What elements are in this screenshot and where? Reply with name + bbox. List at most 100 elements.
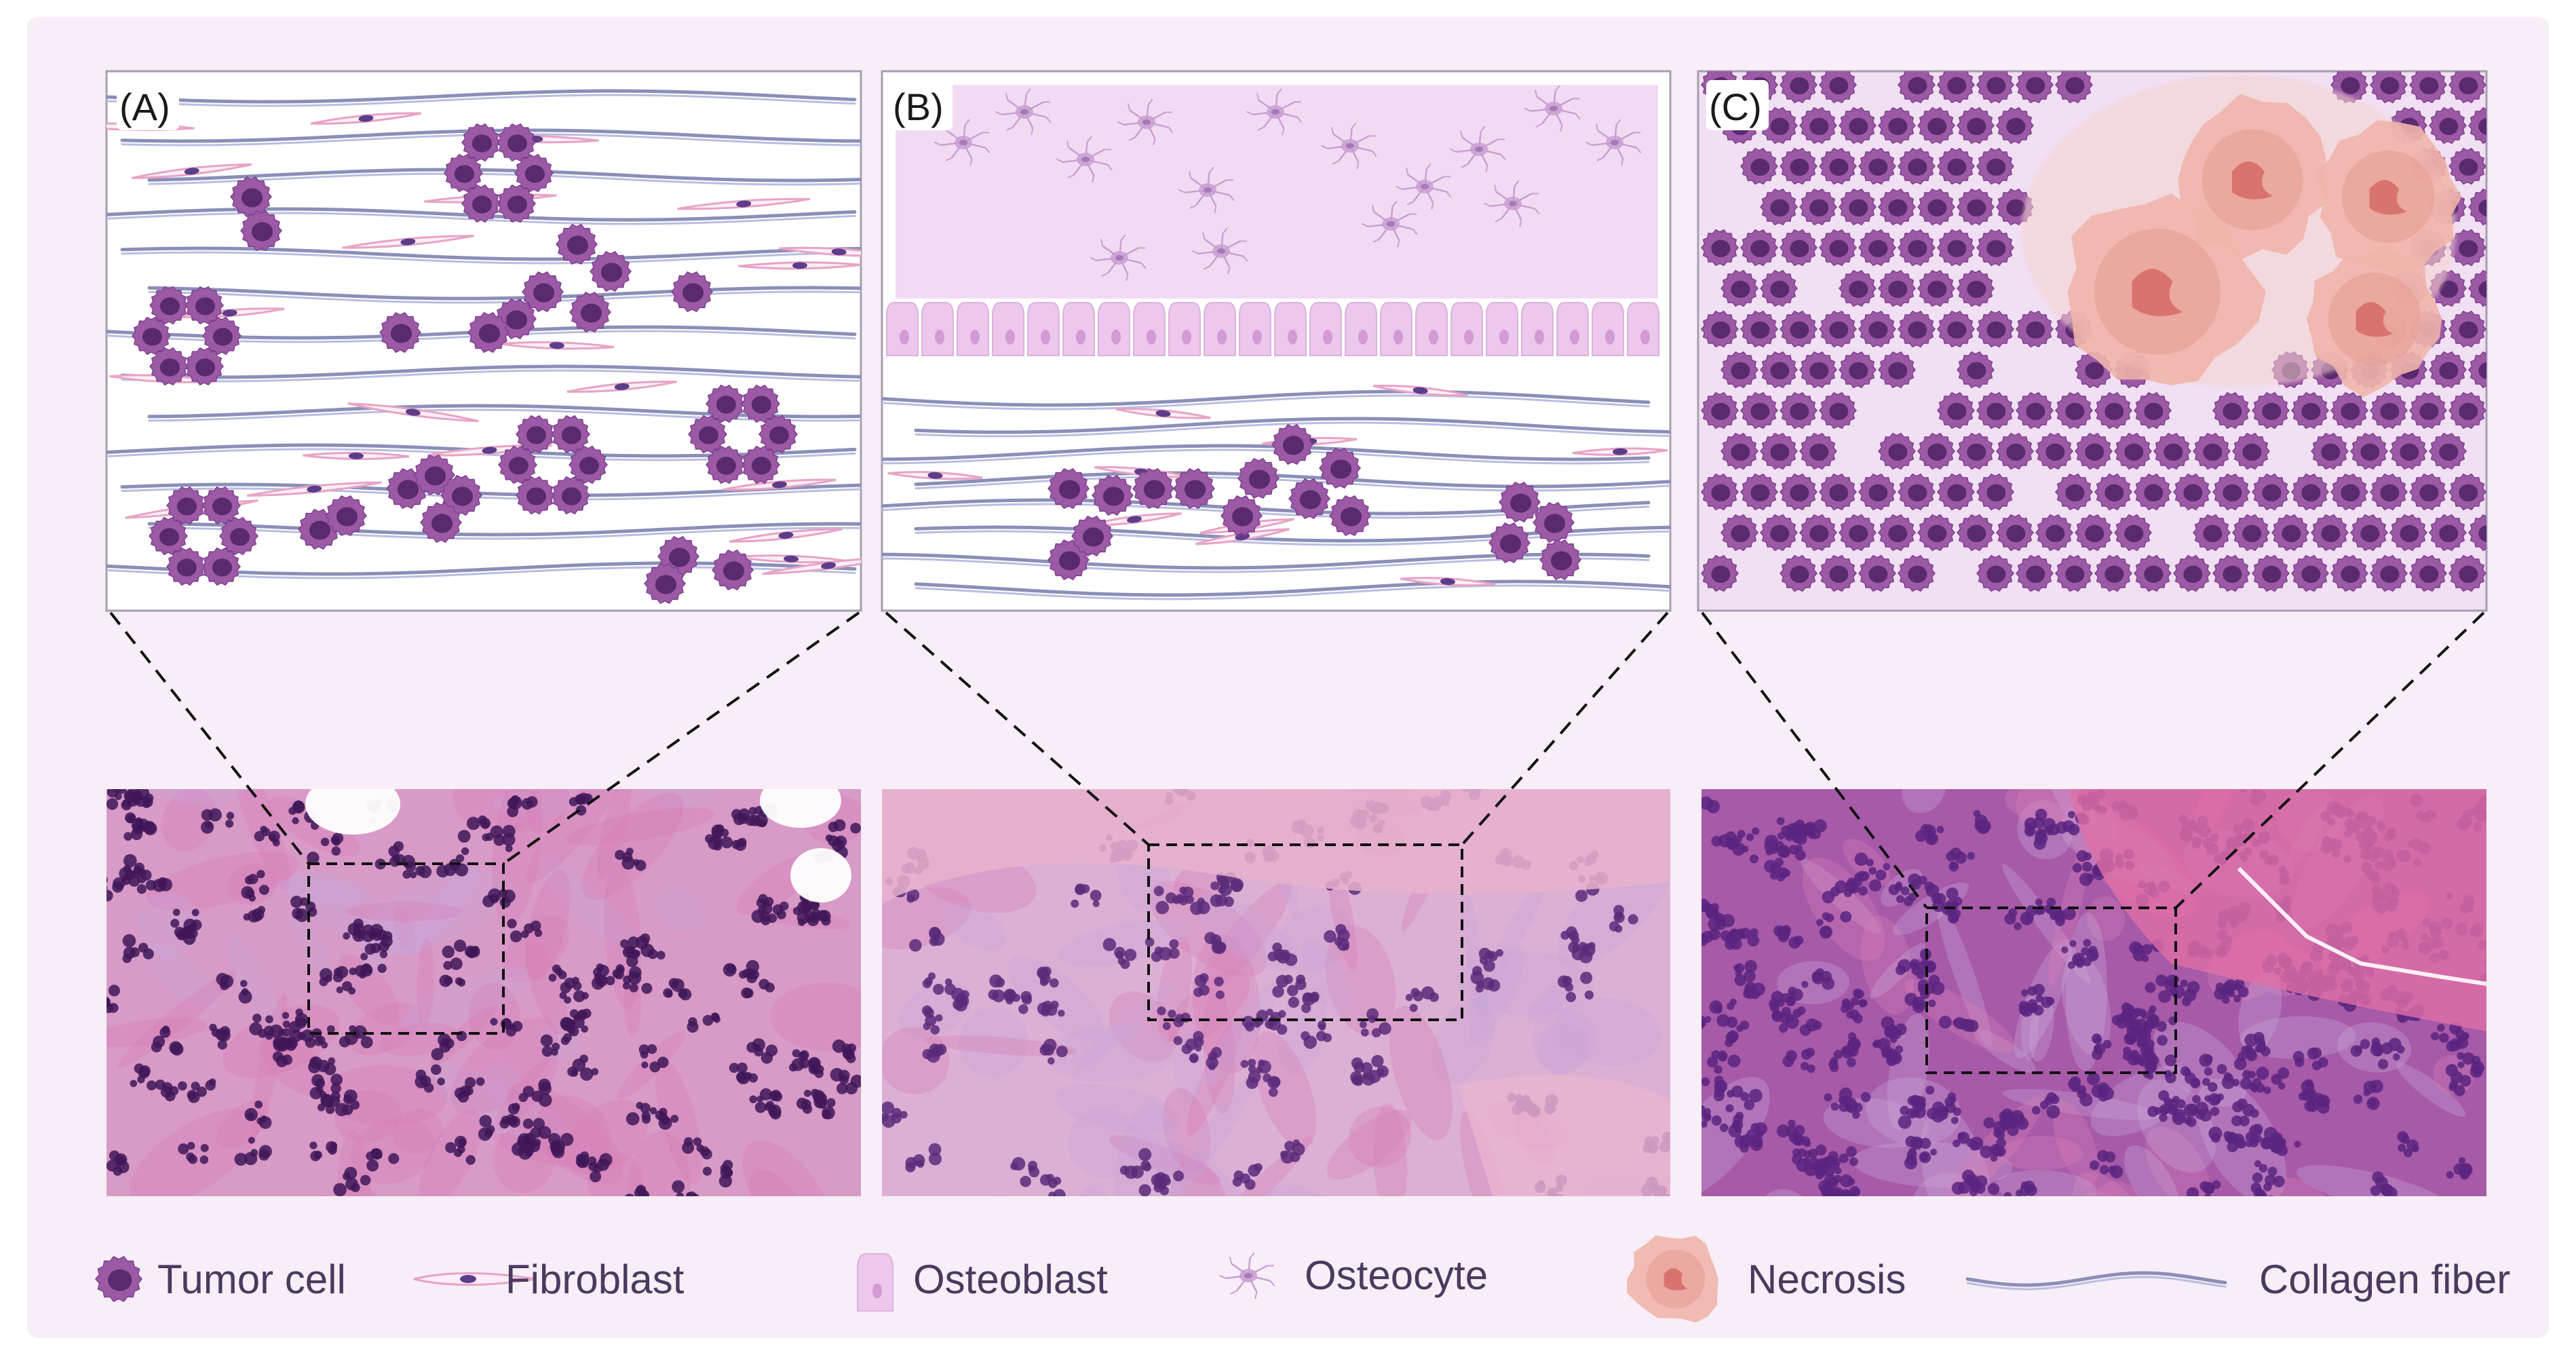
nucleus-dot [330,1073,343,1086]
zoom-connectors [109,611,2485,909]
nucleus-dot [1778,1023,1788,1033]
nucleus-dot [538,1126,552,1139]
nucleus-dot [1845,1101,1858,1113]
nucleus-dot [540,1034,553,1047]
nucleus-dot [1948,861,1959,872]
nucleus-dot [798,1052,808,1061]
stroma-patch [537,858,647,958]
nucleus-dot [1208,1063,1216,1071]
osteocyte-branch [1596,157,1604,161]
tumor-nucleus [2262,565,2282,584]
nucleus-dot [107,877,108,883]
collagen-fiber [107,89,857,104]
nucleus-dot [772,1092,783,1102]
osteocyte-process [1274,94,1278,113]
nucleus-dot [764,896,774,906]
nucleus-dot [571,1069,579,1077]
nucleus-dot [1153,885,1164,896]
nucleus-dot [989,974,1003,988]
nucleus-dot [1847,1046,1859,1057]
stroma-patch [1058,919,1191,967]
osteocyte-branch [1332,160,1339,165]
fibroblast-nucleus [792,262,807,269]
tumor-nucleus [2124,524,2144,543]
osteocyte-process [1208,250,1222,267]
nucleus-dot [2353,1094,2363,1104]
tumor-nucleus [1550,551,1573,571]
stroma-patch [596,789,632,880]
nucleus-dot [1071,899,1079,908]
osteoblast-nucleus [872,1283,882,1299]
osteocyte-process [1258,99,1276,113]
nucleus-dot [2350,1045,2362,1057]
tumor-nucleus [1330,459,1352,479]
nucleus-dot [294,1013,309,1027]
tumor-nucleus [1947,484,1967,502]
nucleus-dot [443,961,453,970]
osteocyte-branch [964,119,970,126]
nucleus-dot [478,815,487,824]
nucleus-dot [160,1086,172,1098]
nucleus-dot [439,1041,451,1053]
necrosis-nucleus [2356,302,2394,337]
nucleus-dot [182,932,196,945]
nucleus-dot [208,1078,216,1086]
nucleus-dot [573,1016,585,1029]
nucleus-dot [1921,958,1929,966]
nucleus-dot [1284,974,1293,985]
nucleus-dot [113,789,121,793]
nucleus-dot [812,1090,825,1103]
nucleus-dot [1628,914,1638,925]
nucleus-dot [2304,1100,2315,1112]
nucleus-dot [564,996,572,1004]
nucleus-dot [444,976,453,985]
collagen-fiber [914,471,1670,489]
stroma-patch [146,852,299,911]
osteocyte-branch [1535,123,1543,128]
nucleus-dot [1950,847,1962,859]
osteocyte-nucleus [1142,119,1151,125]
nucleus-dot [502,833,516,847]
fibroblast-nucleus [1412,387,1428,394]
stroma-patch [2092,1181,2143,1196]
panel-a: (A) [105,70,862,612]
osteoblast [886,302,919,356]
fibroblast-nucleus [405,408,421,416]
nucleus-dot [280,1036,288,1044]
tumor-nucleus [2026,402,2045,421]
nucleus-dot [2446,1040,2457,1052]
nucleus-dot [1706,904,1714,912]
osteocyte-branch [1188,171,1192,178]
nucleus-dot [822,1106,835,1120]
fibroblast-nucleus [614,383,630,391]
nucleus-dot [254,1101,263,1109]
osteocyte-process [1423,186,1434,204]
nucleus-dot [1917,1100,1926,1109]
osteocyte-branch [1621,158,1624,166]
stroma-patch [1936,901,1992,1048]
nucleus-dot [1169,939,1179,949]
osteocyte-branch [1446,191,1452,198]
osteoblast-nucleus [1358,329,1368,345]
tumor-nucleus [769,426,789,444]
nucleus-dot [345,1177,358,1191]
osteoblast [857,1253,893,1312]
fibroblast-nucleus [778,531,794,539]
nucleus-dot [520,930,529,938]
nucleus-dot [1575,890,1588,902]
nucleus-dot [1744,1099,1755,1111]
nucleus-dot [248,873,258,885]
tumor-nucleus [1967,362,1986,380]
nucleus-dot [2069,940,2077,947]
necrosis-icon [1627,1235,1718,1323]
nucleus-dot [1796,828,1807,840]
nucleus-dot [415,866,425,876]
osteocyte-nucleus [1475,147,1483,152]
nucleus-dot [362,924,374,936]
nucleus-dot [1811,972,1824,985]
nucleus-dot [2033,1005,2044,1016]
nucleus-dot [1947,1092,1956,1101]
nucleus-dot [627,936,640,949]
nucleus-dot [313,1037,323,1046]
osteocyte-process [1007,99,1025,113]
